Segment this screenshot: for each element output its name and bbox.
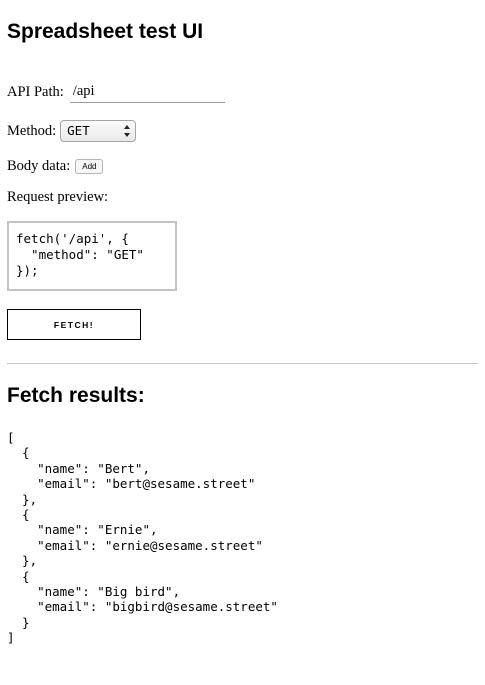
- request-preview-row: Request preview:: [7, 187, 108, 207]
- request-preview-box: fetch('/api', { "method": "GET" });: [7, 221, 177, 291]
- results-title: Fetch results:: [7, 384, 145, 407]
- request-preview-label: Request preview:: [7, 189, 109, 205]
- api-path-input[interactable]: [69, 80, 225, 103]
- results-json: [ { "name": "Bert", "email": "bert@sesam…: [7, 430, 278, 646]
- page-title: Spreadsheet test UI: [7, 20, 204, 43]
- section-divider: [7, 363, 478, 364]
- method-row: Method: GET: [7, 120, 137, 142]
- add-body-button[interactable]: Add: [75, 158, 104, 174]
- request-preview-code: fetch('/api', { "method": "GET" });: [16, 231, 144, 278]
- fetch-button[interactable]: FETCH!: [7, 309, 141, 340]
- api-path-row: API Path:: [7, 80, 225, 103]
- select-arrows-icon: [124, 125, 131, 137]
- method-label: Method:: [7, 123, 57, 139]
- api-path-label: API Path:: [7, 83, 64, 100]
- body-data-label: Body data:: [7, 158, 71, 174]
- method-select-value: GET: [67, 123, 90, 138]
- body-data-row: Body data: Add: [7, 156, 104, 176]
- method-select[interactable]: GET: [60, 120, 137, 142]
